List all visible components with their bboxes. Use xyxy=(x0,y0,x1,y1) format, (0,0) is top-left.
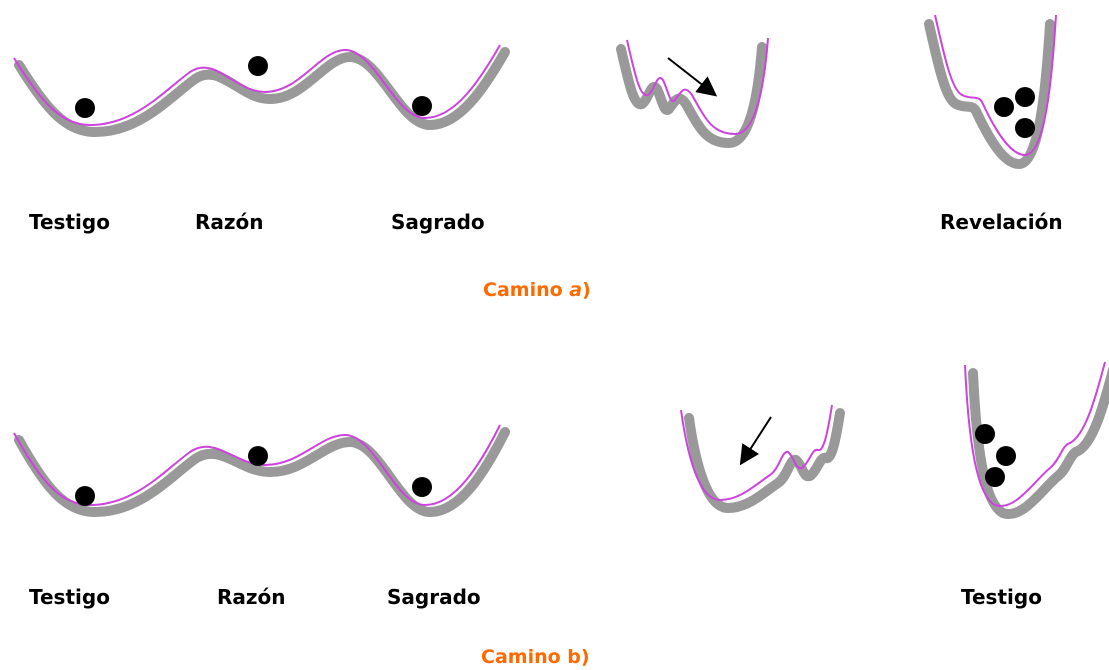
ball xyxy=(1015,118,1035,138)
ball xyxy=(994,97,1014,117)
ball xyxy=(996,446,1016,466)
ball xyxy=(975,424,995,444)
caption-camino-b: Camino b) xyxy=(481,646,590,668)
caption-prefix: Camino xyxy=(483,279,563,301)
ball-sagrado xyxy=(412,96,432,116)
three-well-landscape-b xyxy=(14,425,505,512)
three-well-landscape-a xyxy=(14,45,505,132)
label-revelacion-a: Revelación xyxy=(940,210,1063,234)
ball-razon xyxy=(248,446,268,466)
label-testigo-a: Testigo xyxy=(29,210,110,234)
landscape-shadow xyxy=(973,370,1109,514)
ball-testigo xyxy=(75,98,95,118)
ball xyxy=(1015,87,1035,107)
label-razon-a: Razón xyxy=(195,210,264,234)
tilted-landscape-a xyxy=(621,38,768,143)
narrow-well-b xyxy=(965,362,1109,514)
arrow-down-right xyxy=(668,58,714,94)
label-testigo-b-right: Testigo xyxy=(961,585,1042,609)
narrow-well-a xyxy=(929,15,1056,164)
caption-camino-a: Camino a) xyxy=(483,279,591,301)
ball-testigo xyxy=(75,486,95,506)
ball xyxy=(985,467,1005,487)
label-sagrado-a: Sagrado xyxy=(391,210,485,234)
caption-suffix: ) xyxy=(582,279,591,301)
label-testigo-b: Testigo xyxy=(29,585,110,609)
caption-letter: a xyxy=(569,279,582,301)
ball-razon xyxy=(248,56,268,76)
tilted-landscape-b xyxy=(681,405,840,508)
ball-sagrado xyxy=(412,477,432,497)
arrow-down-left xyxy=(742,417,771,462)
label-razon-b: Razón xyxy=(217,585,286,609)
label-sagrado-b: Sagrado xyxy=(387,585,481,609)
